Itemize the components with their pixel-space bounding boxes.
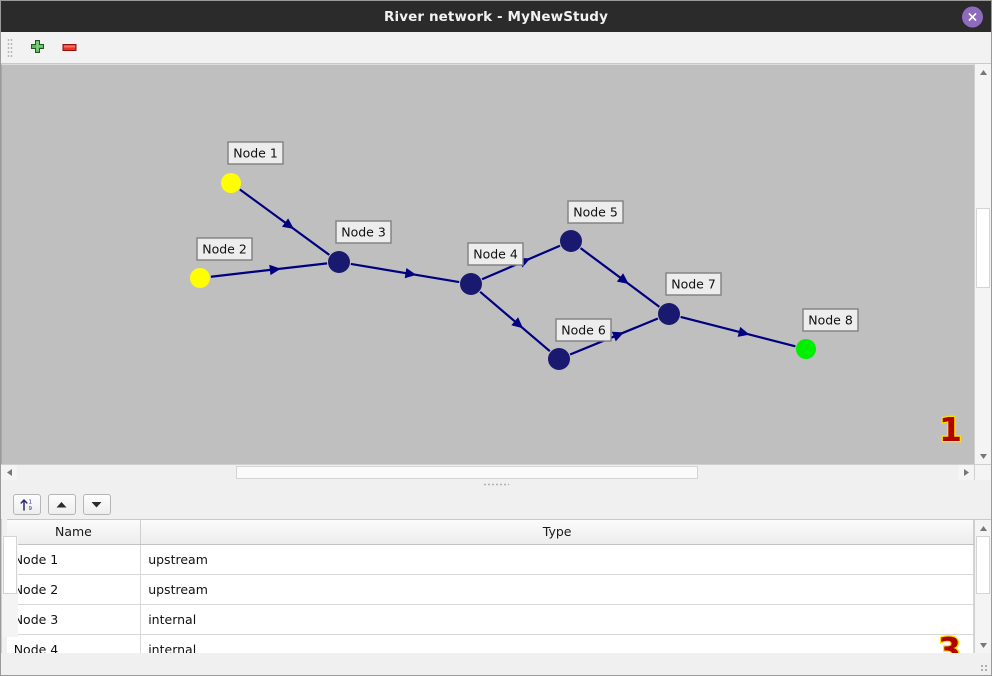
graph-node-label-text: Node 4 bbox=[473, 247, 518, 262]
status-bar bbox=[1, 653, 991, 675]
graph-node-node-5[interactable] bbox=[560, 230, 582, 252]
nodes-vscroll-track[interactable] bbox=[975, 536, 992, 637]
graph-node-node-8[interactable] bbox=[796, 339, 816, 359]
reaches-vertical-scrollbar[interactable] bbox=[1, 520, 18, 653]
graph-node-label-text: Node 8 bbox=[808, 313, 853, 328]
graph-node-label-box[interactable] bbox=[555, 318, 612, 342]
table-row[interactable]: Node 4internal3 bbox=[6, 634, 975, 653]
window-title: River network - MyNewStudy bbox=[384, 8, 608, 25]
remove-minus-icon[interactable] bbox=[59, 38, 79, 58]
table-cell[interactable]: Node 4 bbox=[6, 634, 142, 653]
graph-node-label-box[interactable] bbox=[335, 220, 392, 244]
graph-edge[interactable] bbox=[350, 262, 460, 284]
table-cell[interactable]: Node 2 bbox=[6, 574, 142, 605]
graph-hscroll-thumb[interactable] bbox=[236, 466, 698, 479]
splitter-grip bbox=[483, 483, 509, 486]
graph-edge-arrow-icon bbox=[404, 267, 417, 279]
graph-panel: Node 1 Node 2 Node 3 Node 4 Node 5 Node 6 Node… bbox=[1, 64, 991, 464]
graph-node-node-4[interactable] bbox=[460, 273, 482, 295]
nodes-scroll-down-icon[interactable] bbox=[975, 637, 992, 653]
svg-text:9: 9 bbox=[28, 506, 32, 512]
graph-vertical-scrollbar[interactable] bbox=[974, 64, 991, 464]
column-header[interactable]: Name bbox=[6, 520, 142, 545]
graph-edge-arrow-icon bbox=[269, 264, 281, 276]
graph-node-label-box[interactable] bbox=[227, 141, 284, 165]
graph-node-node-7[interactable] bbox=[658, 303, 680, 325]
graph-node-label-box[interactable] bbox=[467, 242, 524, 266]
graph-node-label-box[interactable] bbox=[196, 237, 253, 261]
scroll-left-icon[interactable] bbox=[1, 465, 17, 480]
graph-node-node-3[interactable] bbox=[328, 251, 350, 273]
graph-node-node-6[interactable] bbox=[548, 348, 570, 370]
graph-node-label-text: Node 5 bbox=[573, 205, 618, 220]
graph-node-label-text: Node 2 bbox=[202, 242, 247, 257]
graph-vscroll-track[interactable] bbox=[975, 80, 991, 448]
graph-vscroll-thumb[interactable] bbox=[976, 208, 990, 288]
add-plus-icon[interactable] bbox=[27, 38, 47, 58]
graph-edge-arrow-icon bbox=[611, 331, 624, 342]
reaches-vscroll-thumb[interactable] bbox=[3, 536, 17, 594]
graph-edge-arrow-icon bbox=[511, 317, 524, 329]
horizontal-splitter[interactable] bbox=[1, 480, 991, 489]
graph-edge-arrow-icon bbox=[737, 326, 750, 337]
graph-node-node-1[interactable] bbox=[221, 173, 241, 193]
nodes-toolbar: 1 9 bbox=[6, 489, 992, 519]
graph-edge-arrow-icon bbox=[616, 273, 629, 285]
resize-grip[interactable] bbox=[980, 664, 988, 672]
graph-edge-arrow-icon bbox=[282, 218, 294, 230]
reaches-vscroll-track[interactable] bbox=[2, 536, 18, 637]
title-bar: River network - MyNewStudy bbox=[1, 1, 991, 32]
graph-node-label-text: Node 6 bbox=[561, 323, 606, 338]
svg-text:1: 1 bbox=[28, 499, 32, 505]
graph-node-label-text: Node 7 bbox=[671, 277, 716, 292]
table-cell[interactable]: internal3 bbox=[140, 634, 975, 653]
main-toolbar bbox=[1, 32, 991, 64]
nodes-vertical-scrollbar[interactable] bbox=[974, 520, 992, 653]
toolbar-grip[interactable] bbox=[7, 37, 13, 58]
table-cell[interactable]: upstream bbox=[140, 574, 975, 605]
table-cell[interactable]: Node 3 bbox=[6, 604, 142, 635]
scrollbar-corner bbox=[974, 465, 991, 480]
graph-node-node-2[interactable] bbox=[190, 268, 210, 288]
graph-edge[interactable] bbox=[239, 188, 330, 256]
annotation-number: 3 bbox=[937, 634, 962, 653]
scroll-down-icon[interactable] bbox=[975, 448, 991, 464]
graph-edge[interactable] bbox=[210, 262, 328, 278]
scroll-right-icon[interactable] bbox=[958, 465, 974, 480]
nodes-move-down-arrow-icon[interactable] bbox=[82, 493, 111, 515]
table-cell[interactable]: Node 1 bbox=[6, 544, 142, 575]
column-header[interactable]: Type bbox=[140, 520, 975, 545]
nodes-move-up-arrow-icon[interactable] bbox=[47, 493, 76, 515]
graph-node-label-text: Node 1 bbox=[233, 146, 278, 161]
graph-node-label-box[interactable] bbox=[665, 272, 722, 296]
graph-edge[interactable] bbox=[680, 315, 796, 348]
close-icon[interactable] bbox=[962, 6, 983, 27]
river-network-graph[interactable]: Node 1 Node 2 Node 3 Node 4 Node 5 Node 6 Node… bbox=[1, 64, 974, 464]
nodes-vscroll-thumb[interactable] bbox=[976, 536, 991, 594]
nodes-scroll-up-icon[interactable] bbox=[975, 520, 992, 536]
scroll-up-icon[interactable] bbox=[975, 64, 991, 80]
table-cell[interactable]: internal bbox=[140, 604, 975, 635]
table-cell[interactable]: upstream bbox=[140, 544, 975, 575]
graph-hscroll-track[interactable] bbox=[17, 465, 958, 480]
graph-node-label-box[interactable] bbox=[802, 308, 859, 332]
nodes-sort-ascending-icon[interactable]: 1 9 bbox=[12, 493, 41, 515]
graph-node-label-text: Node 3 bbox=[341, 225, 386, 240]
graph-horizontal-scrollbar[interactable] bbox=[1, 464, 991, 480]
graph-node-label-box[interactable] bbox=[567, 200, 624, 224]
